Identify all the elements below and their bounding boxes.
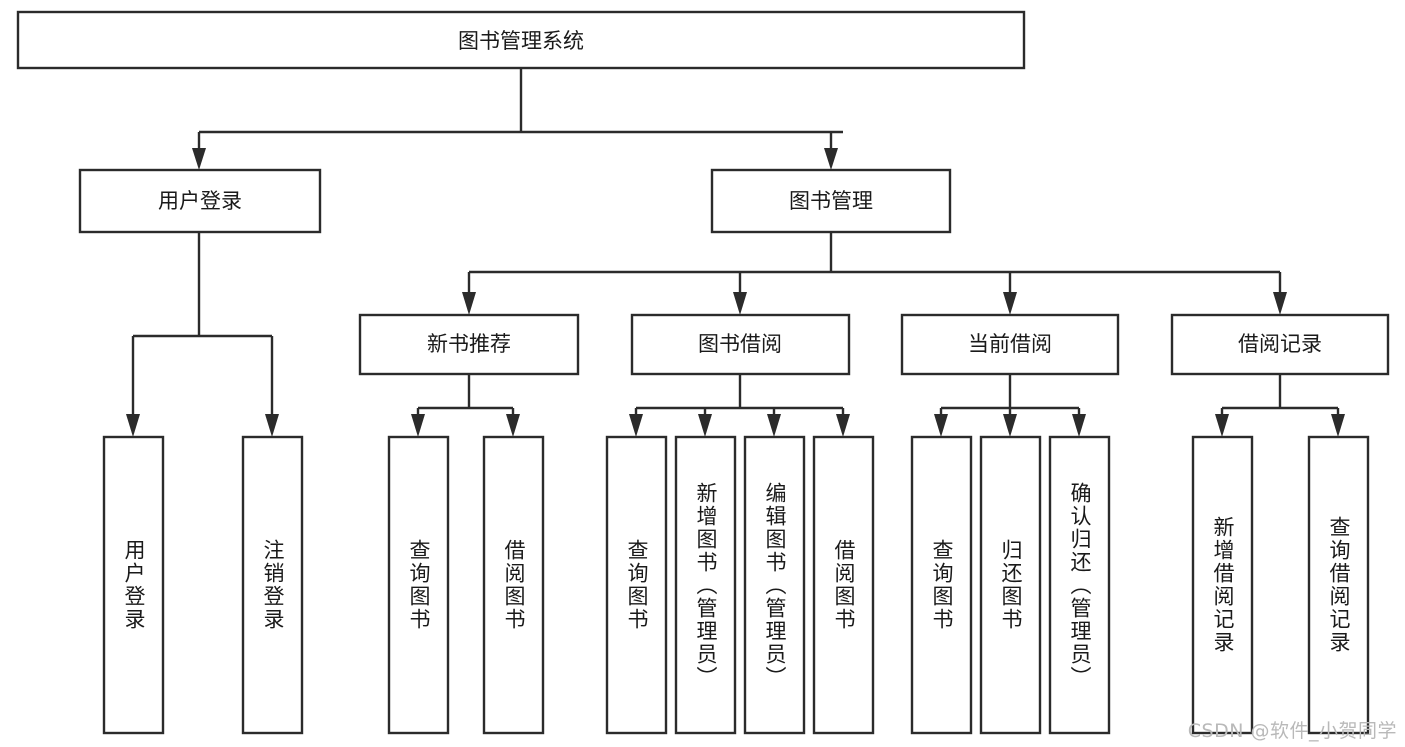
arrow-leaf-current-borrow-3 (1072, 414, 1086, 437)
leaf-current-borrow-2-box[interactable] (979, 435, 1042, 735)
node-user-login-label: 用户登录 (158, 189, 242, 213)
leaf-borrow-record-2-box[interactable] (1307, 435, 1370, 735)
arrow-to-book-manage (824, 148, 838, 170)
arrow-to-borrow-record (1273, 292, 1287, 315)
node-user-login-box[interactable] (78, 168, 322, 234)
node-book-manage-label: 图书管理 (789, 189, 873, 213)
node-new-book-box[interactable] (358, 313, 580, 376)
arrow-leaf-user-login-1 (126, 414, 140, 437)
leaf-user-login-2-box[interactable] (241, 435, 304, 735)
leaf-new-book-1-box[interactable] (387, 435, 450, 735)
node-current-borrow-box[interactable] (900, 313, 1120, 376)
arrow-to-user-login (192, 148, 206, 170)
arrow-leaf-current-borrow-1 (934, 414, 948, 437)
arrow-leaf-book-borrow-4 (836, 414, 850, 437)
arrow-to-current-borrow (1003, 292, 1017, 315)
node-book-borrow-label: 图书借阅 (698, 332, 782, 356)
leaf-book-borrow-4-box[interactable] (812, 435, 875, 735)
node-new-book-label: 新书推荐 (427, 332, 511, 356)
arrow-leaf-new-book-1 (411, 414, 425, 437)
arrow-leaf-book-borrow-3 (767, 414, 781, 437)
arrow-to-book-borrow (733, 292, 747, 315)
node-borrow-record-label: 借阅记录 (1238, 332, 1322, 356)
leaf-book-borrow-3-box[interactable] (743, 435, 806, 735)
node-current-borrow-label: 当前借阅 (968, 332, 1052, 356)
csdn-watermark: CSDN @软件_小贺同学 (1187, 720, 1397, 742)
node-borrow-record-box[interactable] (1170, 313, 1390, 376)
connector-layer (126, 68, 1345, 437)
arrow-leaf-user-login-2 (265, 414, 279, 437)
leaf-current-borrow-3-box[interactable] (1048, 435, 1111, 735)
arrow-leaf-book-borrow-2 (698, 414, 712, 437)
arrow-leaf-current-borrow-2 (1003, 414, 1017, 437)
node-root-label: 图书管理系统 (458, 29, 584, 53)
arrow-to-new-book (462, 292, 476, 315)
leaf-new-book-2-box[interactable] (482, 435, 545, 735)
arrow-leaf-new-book-2 (506, 414, 520, 437)
leaf-current-borrow-1-box[interactable] (910, 435, 973, 735)
leaf-user-login-1-box[interactable] (102, 435, 165, 735)
arrow-leaf-borrow-record-2 (1331, 414, 1345, 437)
arrow-leaf-borrow-record-1 (1215, 414, 1229, 437)
leaf-book-borrow-1-box[interactable] (605, 435, 668, 735)
node-book-borrow-box[interactable] (630, 313, 851, 376)
leaf-book-borrow-2-box[interactable] (674, 435, 737, 735)
node-book-manage-box[interactable] (710, 168, 952, 234)
node-layer: 图书管理系统 用户登录 图书管理 新书推荐 图书借阅 当前借阅 借阅记录 (16, 10, 1390, 735)
node-root-box[interactable] (16, 10, 1026, 70)
leaf-borrow-record-1-box[interactable] (1191, 435, 1254, 735)
arrow-leaf-book-borrow-1 (629, 414, 643, 437)
